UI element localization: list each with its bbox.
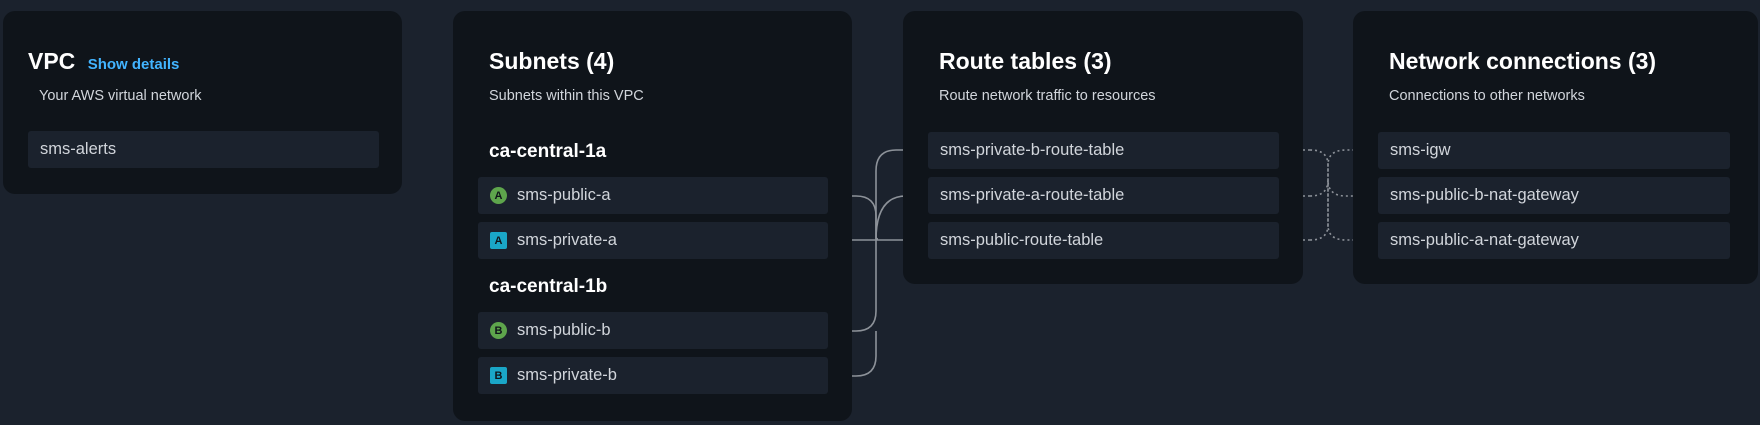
az-ca-central-1a: ca-central-1a [489,141,607,162]
route-table-row[interactable]: sms-private-b-route-table [928,132,1279,169]
subnet-row-private-a[interactable]: A sms-private-a [478,222,828,259]
network-connections-title: Network connections (3) [1389,48,1657,74]
public-subnet-badge-icon: B [490,322,507,339]
network-connections-subtitle: Connections to other networks [1389,88,1585,104]
vpc-subtitle: Your AWS virtual network [39,88,202,104]
subnet-name: sms-private-b [517,366,617,384]
show-details-link[interactable]: Show details [87,56,180,73]
network-connections-panel: Network connections (3) Connections to o… [1353,11,1758,284]
subnet-name: sms-public-a [517,186,611,204]
subnet-row-public-b[interactable]: B sms-public-b [478,312,828,349]
subnets-subtitle: Subnets within this VPC [489,88,644,104]
subnets-title: Subnets (4) [489,48,615,74]
network-connection-row[interactable]: sms-public-b-nat-gateway [1378,177,1730,214]
subnet-row-public-a[interactable]: A sms-public-a [478,177,828,214]
subnet-row-private-b[interactable]: B sms-private-b [478,357,828,394]
private-subnet-badge-icon: B [490,367,507,384]
public-subnet-badge-icon: A [490,187,507,204]
vpc-panel: VPC Show details Your AWS virtual networ… [3,11,402,194]
route-tables-panel: Route tables (3) Route network traffic t… [903,11,1303,284]
route-tables-subtitle: Route network traffic to resources [939,88,1156,104]
route-table-row[interactable]: sms-private-a-route-table [928,177,1279,214]
az-ca-central-1b: ca-central-1b [489,276,608,297]
vpc-title-text: VPC [28,48,76,74]
subnet-name: sms-public-b [517,321,611,339]
private-subnet-badge-icon: A [490,232,507,249]
subnet-name: sms-private-a [517,231,617,249]
network-connection-row[interactable]: sms-igw [1378,132,1730,169]
route-tables-title: Route tables (3) [939,48,1112,74]
network-connection-row[interactable]: sms-public-a-nat-gateway [1378,222,1730,259]
vpc-title: VPC Show details [28,48,179,75]
vpc-name-row[interactable]: sms-alerts [28,131,379,168]
route-table-row[interactable]: sms-public-route-table [928,222,1279,259]
subnets-panel: Subnets (4) Subnets within this VPC ca-c… [453,11,852,421]
